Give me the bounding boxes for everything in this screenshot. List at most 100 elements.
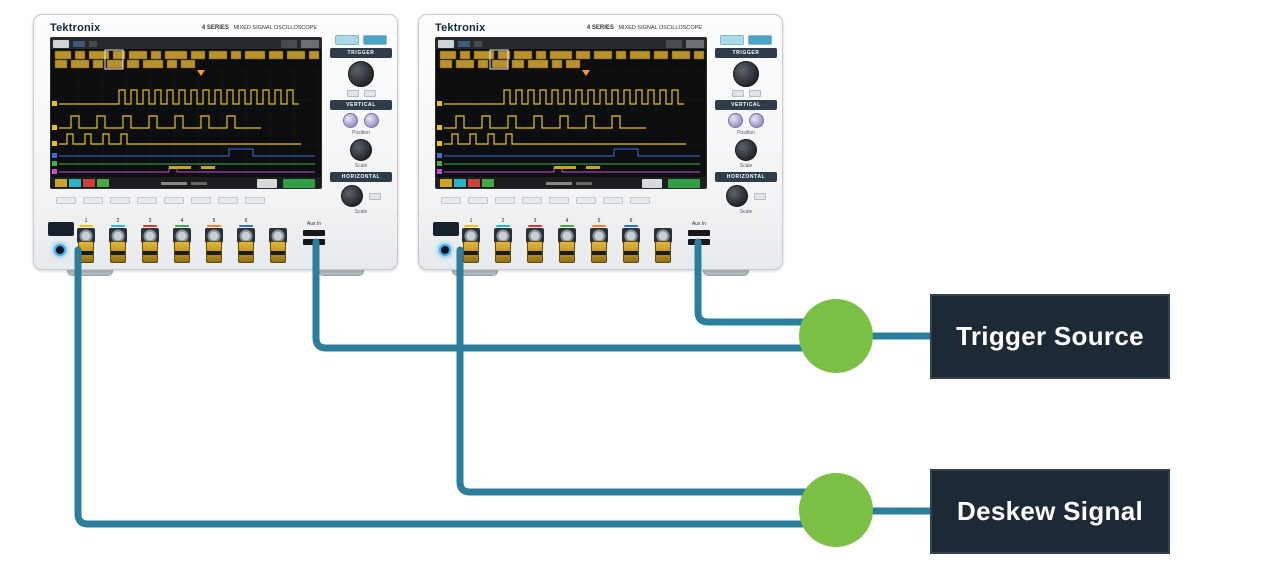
vertical-position-knobs <box>728 113 764 128</box>
aux-out-port <box>688 239 710 245</box>
channel-2-color-bar <box>111 225 125 227</box>
cable-scope1-ch1-to-deskew <box>74 246 842 528</box>
channel-3-color-bar <box>528 225 542 227</box>
vertical-position-knobs <box>343 113 379 128</box>
waveform-display <box>51 38 321 188</box>
channel-3-label: 3 <box>533 218 537 224</box>
tektronix-logo: Tektronix <box>435 21 486 34</box>
soft-button <box>468 197 488 204</box>
channel-3-label: 3 <box>148 218 152 224</box>
channel-2-label: 2 <box>116 218 120 224</box>
run-stop-button <box>720 35 744 45</box>
channel-6-input: 6 <box>234 219 258 263</box>
trigger-source-label: Trigger Source <box>956 321 1144 351</box>
bus-decode-segments <box>54 50 320 69</box>
scope-chassis: Tektronix 4 SERIES MIXED SIGNAL OSCILLOS… <box>33 14 398 270</box>
trigger-level-knob <box>348 61 374 87</box>
waveform-display <box>436 38 706 188</box>
soft-button <box>218 197 238 204</box>
bnc-connector <box>141 228 159 243</box>
vertical-scale-knob <box>350 139 372 161</box>
probe <box>591 241 607 263</box>
graticule <box>439 69 705 176</box>
oscilloscope-right: Tektronix 4 SERIES MIXED SIGNAL OSCILLOS… <box>418 14 783 276</box>
channel-3-input: 3 <box>138 219 162 263</box>
trigger-position-marker <box>582 70 590 76</box>
model-plate <box>433 222 459 236</box>
force-trigger-button <box>363 90 376 97</box>
digital-traces <box>59 89 301 145</box>
soft-button <box>245 197 265 204</box>
soft-button <box>549 197 569 204</box>
model-title: 4 SERIES MIXED SIGNAL OSCILLOSCOPE <box>587 25 774 31</box>
aux-in-label: Aux In <box>691 221 707 227</box>
channel-3-color-bar <box>143 225 157 227</box>
probe <box>142 241 158 263</box>
channel-5-color-bar <box>592 225 606 227</box>
trigger-knob-row <box>733 61 759 87</box>
channel-1-input: 1 <box>74 219 98 263</box>
probe <box>655 241 671 263</box>
channel-1-color-bar <box>79 225 93 227</box>
bnc-connector <box>269 228 287 243</box>
vertical-section-label: VERTICAL <box>715 100 777 110</box>
channel-6-color-bar <box>239 225 253 227</box>
soft-button <box>164 197 184 204</box>
soft-button <box>603 197 623 204</box>
bezel-soft-buttons <box>56 197 318 204</box>
vertical-position-knob <box>343 113 358 128</box>
probe <box>463 241 479 263</box>
aux-in-label: Aux In <box>306 221 322 227</box>
vertical-scale-knob-row <box>735 139 757 161</box>
bnc-connector <box>237 228 255 243</box>
channel-6-color-bar <box>624 225 638 227</box>
probe <box>270 241 286 263</box>
aux-in-section: Aux In <box>679 221 719 245</box>
vertical-section-label: VERTICAL <box>330 100 392 110</box>
channel-tags <box>437 101 442 174</box>
scope-screen <box>50 37 322 189</box>
channel-3-input: 3 <box>523 219 547 263</box>
horizontal-section-label: HORIZONTAL <box>330 172 392 182</box>
channel-5-color-bar <box>207 225 221 227</box>
channel-2-color-bar <box>496 225 510 227</box>
channel-1-label: 1 <box>84 218 88 224</box>
horizontal-knob-row <box>341 185 381 207</box>
acquisition-buttons <box>335 35 387 45</box>
channel-1-color-bar <box>464 225 478 227</box>
channel-4-input: 4 <box>555 219 579 263</box>
channel-4-label: 4 <box>565 218 569 224</box>
trigger-source-box: Trigger Source <box>930 294 1170 379</box>
tektronix-logo: Tektronix <box>50 21 101 34</box>
horizontal-zoom-button <box>369 192 381 200</box>
soft-button <box>110 197 130 204</box>
vertical-scale-knob-row <box>350 139 372 161</box>
channel-1-label: 1 <box>469 218 473 224</box>
scope-header: Tektronix 4 SERIES MIXED SIGNAL OSCILLOS… <box>50 20 389 35</box>
trigger-position-marker <box>197 70 205 76</box>
oscilloscope-left: Tektronix 4 SERIES MIXED SIGNAL OSCILLOS… <box>33 14 398 276</box>
channel-5-input: 5 <box>202 219 226 263</box>
horizontal-section-label: HORIZONTAL <box>715 172 777 182</box>
trigger-mode-button <box>731 90 744 97</box>
vertical-position-label: Position <box>737 130 755 136</box>
channel-1-input: 1 <box>459 219 483 263</box>
probe <box>110 241 126 263</box>
channel-4-input: 4 <box>170 219 194 263</box>
horizontal-scale-label: Scale <box>354 209 368 215</box>
probe <box>559 241 575 263</box>
probe <box>495 241 511 263</box>
trigger-source-node <box>799 299 873 373</box>
model-plate <box>48 222 74 236</box>
channel-2-label: 2 <box>501 218 505 224</box>
readout-hints <box>169 166 215 169</box>
channel-4-label: 4 <box>180 218 184 224</box>
connector-deck: 1 2 3 4 <box>42 219 389 267</box>
bnc-connector <box>77 228 95 243</box>
horizontal-zoom-button <box>754 192 766 200</box>
aux-in-port <box>688 230 710 236</box>
power-button <box>439 244 451 256</box>
aux-in-section: Aux In <box>294 221 334 245</box>
connector-deck: 1 2 3 4 <box>427 219 774 267</box>
